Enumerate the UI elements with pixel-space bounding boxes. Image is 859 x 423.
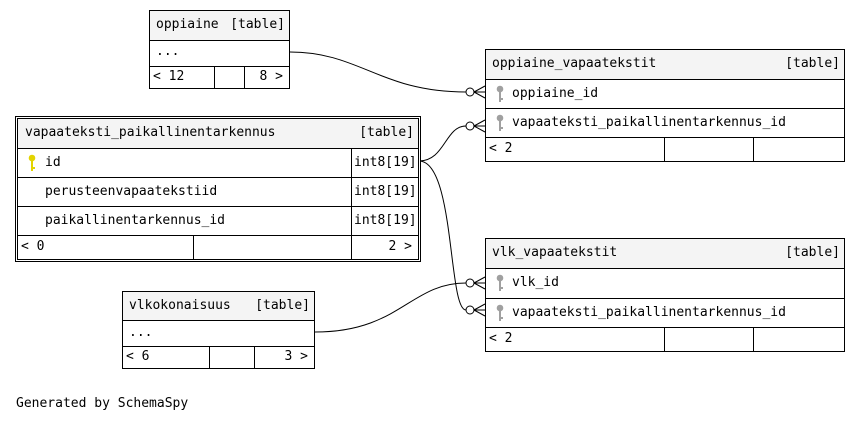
parents-count[interactable]: < 2	[489, 141, 513, 156]
table-vlk-vapaatekstit[interactable]: vlk_vapaatekstit [table] vlk_id vapaatek…	[485, 238, 845, 352]
collapsed-columns: ...	[156, 44, 180, 59]
parents-count[interactable]: < 6	[126, 349, 150, 364]
table-tag: [table]	[230, 17, 285, 32]
table-tag: [table]	[255, 298, 310, 313]
children-count[interactable]: 2 >	[388, 239, 412, 254]
crowfoot-marker	[465, 278, 475, 288]
column-name[interactable]: perusteenvapaatekstiid	[45, 184, 218, 199]
crowfoot-lines	[473, 85, 486, 99]
children-count[interactable]: 8 >	[259, 69, 283, 84]
parents-count[interactable]: < 12	[153, 69, 185, 84]
column-name[interactable]: vapaateksti_paikallinentarkennus_id	[512, 305, 786, 320]
children-count[interactable]: 3 >	[284, 349, 308, 364]
table-name[interactable]: vapaateksti_paikallinentarkennus	[25, 125, 276, 140]
table-oppiaine-vapaatekstit[interactable]: oppiaine_vapaatekstit [table] oppiaine_i…	[485, 49, 845, 162]
crowfoot-marker	[465, 121, 475, 131]
column-name[interactable]: vapaateksti_paikallinentarkennus_id	[512, 115, 786, 130]
table-tag: [table]	[785, 56, 840, 71]
table-name[interactable]: oppiaine_vapaatekstit	[492, 56, 657, 71]
column-type: int8[19]	[354, 184, 417, 199]
crowfoot-marker	[465, 305, 475, 315]
table-vlkokonaisuus[interactable]: vlkokonaisuus [table] ... < 6 3 >	[122, 291, 315, 369]
parents-count[interactable]: < 2	[489, 331, 513, 346]
table-tag: [table]	[785, 245, 840, 260]
table-oppiaine[interactable]: oppiaine [table] ... < 12 8 >	[149, 10, 290, 89]
collapsed-columns: ...	[129, 325, 153, 340]
crowfoot-marker	[465, 87, 475, 97]
table-name[interactable]: vlk_vapaatekstit	[492, 245, 618, 260]
parents-count[interactable]: < 0	[21, 239, 45, 254]
column-name[interactable]: vlk_id	[512, 275, 559, 290]
table-tag: [table]	[359, 125, 414, 140]
foreign-key-icon	[496, 304, 504, 321]
column-name[interactable]: oppiaine_id	[512, 86, 599, 101]
crowfoot-lines	[473, 119, 486, 133]
edge-tarkennus-to-vlk-vapaatekstit	[418, 160, 467, 311]
table-vapaateksti-paikallinentarkennus[interactable]: vapaateksti_paikallinentarkennus [table]…	[15, 116, 421, 262]
column-type: int8[19]	[354, 213, 417, 228]
column-type: int8[19]	[354, 155, 417, 170]
column-name[interactable]: id	[45, 155, 61, 170]
edge-oppiaine-to-oppiaine-vapaatekstit	[289, 51, 467, 93]
crowfoot-lines	[473, 303, 486, 317]
column-name[interactable]: paikallinentarkennus_id	[45, 213, 226, 228]
edge-tarkennus-to-oppiaine-vapaatekstit	[418, 125, 467, 162]
table-name[interactable]: oppiaine	[156, 17, 219, 32]
primary-key-icon	[28, 154, 36, 171]
generated-by-credit: Generated by SchemaSpy	[16, 396, 189, 411]
table-name[interactable]: vlkokonaisuus	[129, 298, 231, 313]
edge-vlkokonaisuus-to-vlk-vapaatekstit	[314, 282, 467, 333]
foreign-key-icon	[496, 274, 504, 291]
foreign-key-icon	[496, 85, 504, 102]
crowfoot-lines	[473, 276, 486, 290]
foreign-key-icon	[496, 114, 504, 131]
